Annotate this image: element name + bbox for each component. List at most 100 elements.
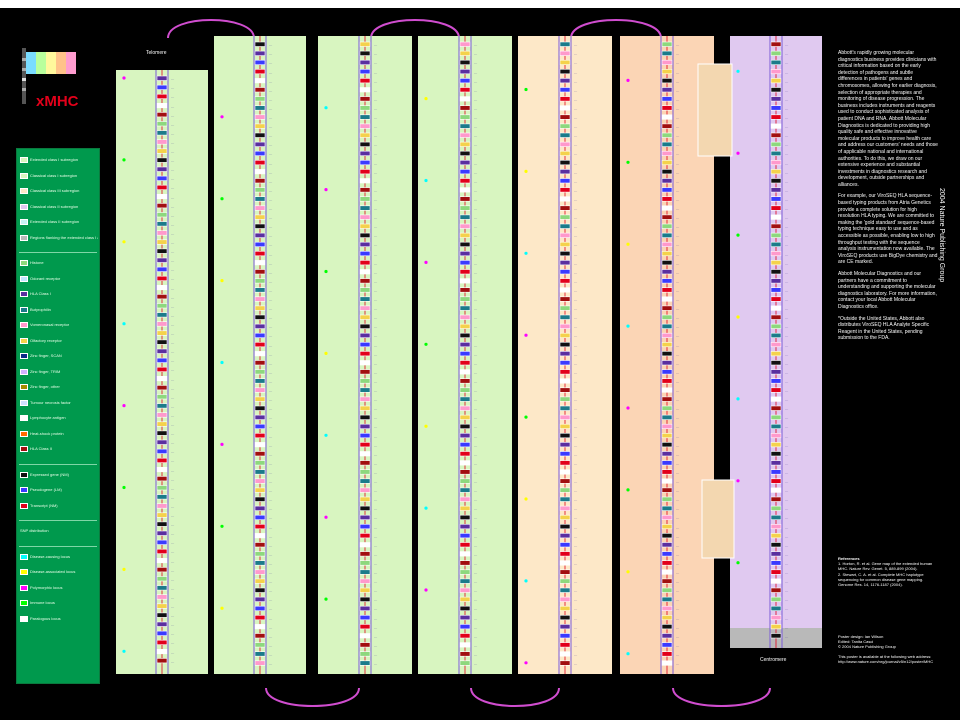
gene-label: …	[474, 125, 478, 129]
gene-label: …	[269, 662, 273, 666]
locus-marker	[626, 652, 630, 656]
gene-label: …	[574, 571, 578, 575]
gene-box	[459, 78, 471, 84]
gene-box	[254, 533, 266, 539]
gene-label: …	[574, 534, 578, 538]
gene-box	[359, 578, 371, 584]
gene-box	[661, 460, 673, 466]
gene-box	[770, 323, 782, 329]
gene-box	[359, 642, 371, 648]
gene-label: …	[676, 371, 680, 375]
gene-box	[770, 432, 782, 439]
gene-box	[459, 487, 471, 493]
gene-label: …	[171, 305, 175, 309]
gene-box	[661, 241, 673, 247]
gene-box	[770, 469, 782, 475]
gene-box	[459, 533, 471, 539]
gene-box	[770, 305, 782, 311]
legend-swatch	[20, 384, 28, 390]
gene-box	[254, 578, 266, 584]
locus-marker	[122, 567, 126, 572]
gene-label: …	[269, 362, 273, 366]
gene-box	[459, 660, 471, 666]
gene-label: …	[574, 116, 578, 120]
gene-box	[459, 232, 471, 238]
gene-box	[661, 105, 673, 111]
gene-box	[770, 160, 782, 166]
gene-label: …	[171, 323, 175, 327]
gene-box	[661, 624, 673, 630]
legend-swatch	[20, 471, 28, 478]
gene-label: …	[269, 380, 273, 384]
gene-box	[156, 157, 168, 163]
gene-box	[254, 187, 266, 193]
description-paragraph: Abbott Molecular Diagnostics and our par…	[838, 271, 937, 310]
gene-label: …	[269, 61, 273, 65]
gene-box	[559, 542, 571, 548]
gene-label: …	[574, 243, 578, 247]
gene-label: …	[676, 635, 680, 639]
gene-label: …	[269, 371, 273, 375]
gene-box	[559, 214, 571, 220]
gene-label: …	[676, 380, 680, 384]
gene-label: …	[171, 77, 175, 81]
gene-label: …	[785, 116, 789, 120]
legend-label: Pseudogene (LM)	[30, 487, 62, 493]
gene-box	[770, 178, 782, 184]
gene-label: …	[474, 79, 478, 83]
gene-label: …	[785, 79, 789, 83]
gene-label: …	[474, 98, 478, 102]
gene-box	[459, 596, 471, 602]
gene-box	[559, 196, 571, 202]
gene-label: …	[374, 307, 378, 311]
gene-box	[156, 248, 168, 254]
gene-box	[459, 505, 471, 511]
gene-box	[559, 551, 571, 557]
gene-box	[254, 169, 266, 175]
gene-label: …	[676, 61, 680, 65]
gene-box	[156, 639, 168, 646]
legend-label: Zinc finger, other	[30, 384, 60, 390]
gene-box	[359, 232, 371, 238]
credit-url[interactable]: http://www.nature.com/nrg/journal/v5/n12…	[838, 658, 934, 664]
gene-box	[559, 260, 571, 266]
gene-box	[254, 196, 266, 202]
gene-label: …	[474, 61, 478, 65]
gene-label: …	[676, 43, 680, 47]
legend-label: Classical class II subregion	[30, 203, 79, 209]
gene-box	[254, 360, 266, 366]
gene-label: …	[171, 396, 175, 400]
gene-label: …	[574, 625, 578, 629]
locus-marker	[220, 606, 224, 610]
gene-box	[254, 487, 266, 493]
locus-marker	[524, 169, 528, 173]
gene-label: …	[676, 498, 680, 502]
gene-label: …	[574, 161, 578, 165]
gene-label: …	[171, 550, 175, 554]
gene-box	[359, 287, 371, 293]
gene-box	[156, 576, 168, 582]
legend-label: Zinc finger, SCAN	[30, 353, 62, 359]
locus-marker	[324, 515, 328, 519]
gene-label: …	[574, 352, 578, 356]
gene-box	[156, 321, 168, 327]
gene-box	[661, 360, 673, 366]
gene-label: …	[474, 107, 478, 111]
gene-box	[770, 187, 782, 193]
gene-box	[459, 405, 471, 411]
gene-label: …	[474, 207, 478, 211]
gene-box	[254, 624, 266, 630]
gene-box	[359, 278, 371, 284]
gene-label: …	[269, 453, 273, 457]
gene-label: …	[574, 635, 578, 639]
gene-box	[770, 260, 782, 266]
legend-item-functions: Zinc finger, other	[20, 384, 98, 394]
gene-box	[254, 178, 266, 184]
gene-box	[459, 68, 471, 75]
gene-label: …	[269, 407, 273, 411]
gene-label: …	[785, 380, 789, 384]
gene-box	[359, 50, 371, 56]
gene-label: …	[785, 625, 789, 629]
gene-label: …	[374, 525, 378, 529]
gene-label: …	[171, 596, 175, 600]
